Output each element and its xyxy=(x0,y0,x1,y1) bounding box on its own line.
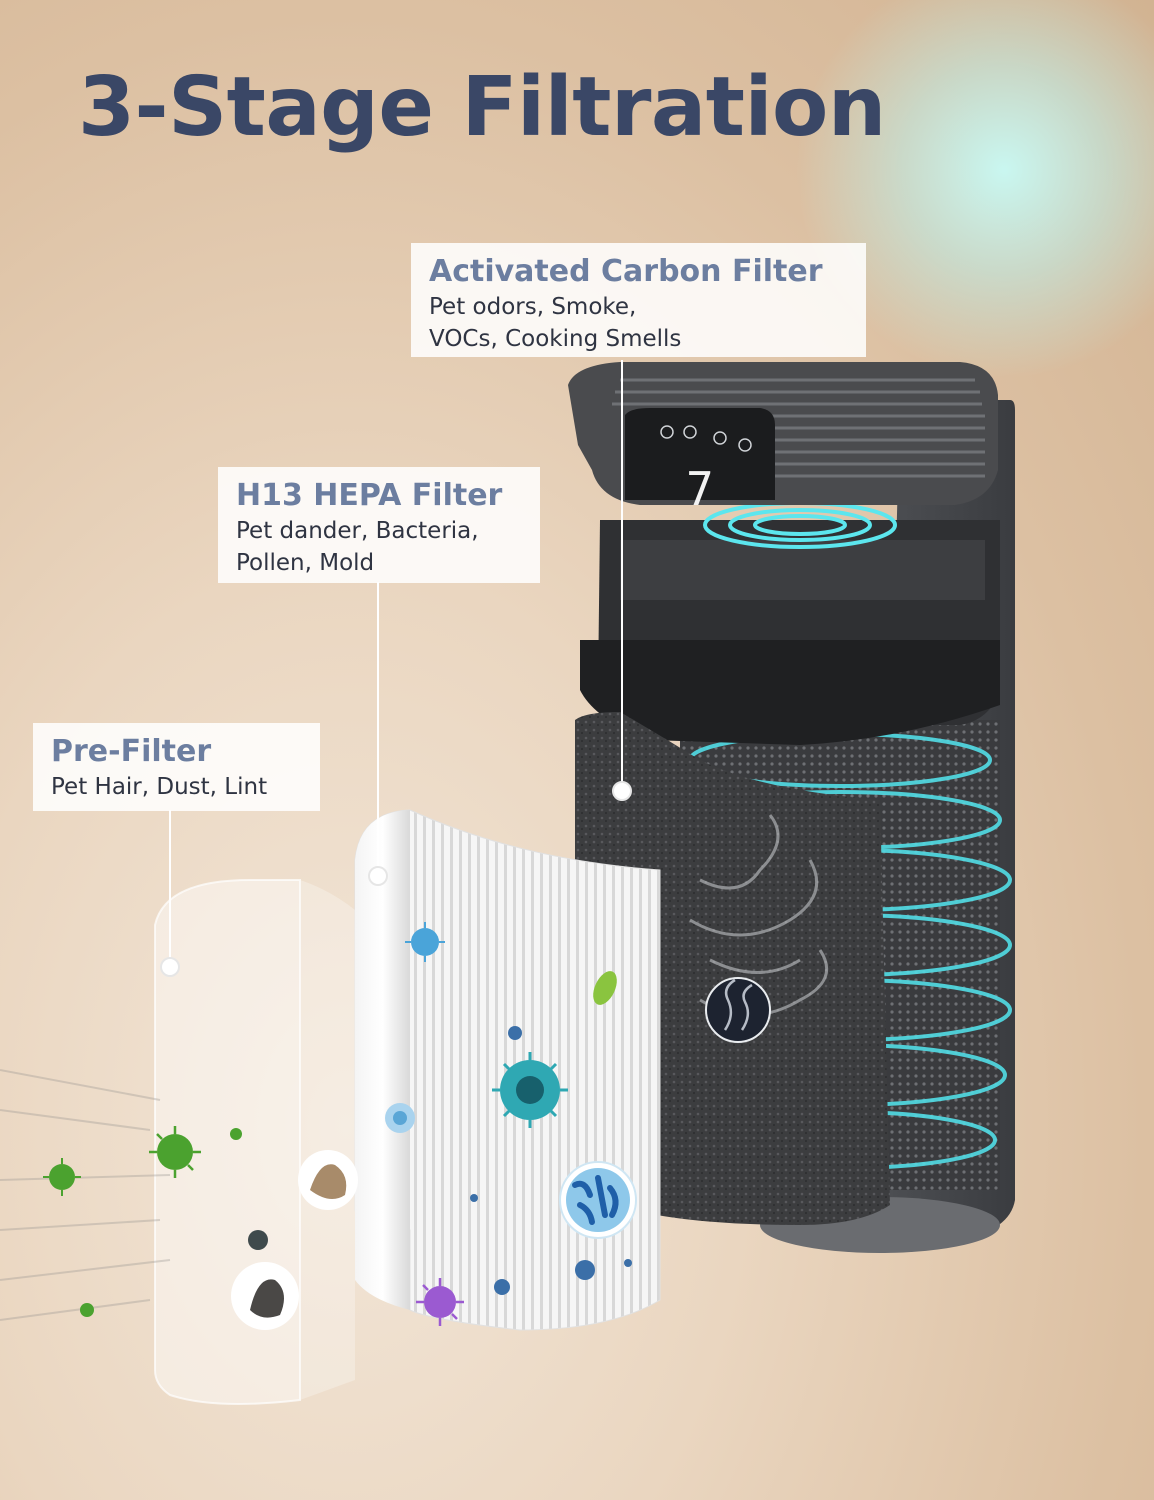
virus-icon-purple xyxy=(416,1278,464,1326)
callout-hepa-line1: Pet dander, Bacteria, xyxy=(236,518,479,544)
fan-base xyxy=(580,640,1000,745)
hepa-filter-edge xyxy=(355,810,410,1310)
pet-hair-icon-2 xyxy=(231,1262,299,1330)
virus-icon-blue-2 xyxy=(385,1103,415,1133)
callout-carbon-line2: VOCs, Cooking Smells xyxy=(429,326,682,352)
smoke-icon xyxy=(705,977,771,1043)
hepa-leader-dot xyxy=(368,866,388,886)
callout-prefilter-line1: Pet Hair, Dust, Lint xyxy=(51,774,268,800)
bacteria-icon xyxy=(559,1161,637,1239)
germ-icon-green-3 xyxy=(230,1128,242,1140)
germ-icon-green-4 xyxy=(80,1303,94,1317)
hepa-leader-line xyxy=(377,582,379,874)
callout-prefilter-title: Pre-Filter xyxy=(51,734,212,769)
callout-hepa-line2: Pollen, Mold xyxy=(236,550,375,576)
prefilter-leader-line xyxy=(169,810,171,960)
carbon-leader-line xyxy=(621,360,623,790)
pollen-icon xyxy=(593,971,617,1005)
headline: 3-Stage Filtration xyxy=(78,60,886,155)
germ-icon-green-2 xyxy=(43,1158,81,1196)
callout-pre-filter: Pre-Filter Pet Hair, Dust, Lint xyxy=(33,723,320,811)
callout-carbon-filter: Activated Carbon Filter Pet odors, Smoke… xyxy=(411,243,866,357)
germ-icon-dark xyxy=(248,1230,268,1250)
pet-hair-icon-1 xyxy=(298,1150,358,1210)
dust-streaks xyxy=(0,1069,171,1321)
callout-hepa-title: H13 HEPA Filter xyxy=(236,478,503,513)
prefilter-leader-dot xyxy=(160,957,180,977)
callout-hepa-filter: H13 HEPA Filter Pet dander, Bacteria, Po… xyxy=(218,467,540,583)
carbon-leader-dot xyxy=(612,781,632,801)
callout-carbon-line1: Pet odors, Smoke, xyxy=(429,294,637,320)
callout-carbon-title: Activated Carbon Filter xyxy=(429,254,823,289)
small-particles xyxy=(470,1026,632,1295)
control-panel xyxy=(625,408,775,500)
display-digit: 7 xyxy=(686,462,714,516)
germ-icon-green-1 xyxy=(149,1126,201,1178)
virus-icon xyxy=(492,1052,568,1128)
top-grille xyxy=(612,378,985,478)
control-buttons xyxy=(660,425,752,452)
virus-icon-blue-1 xyxy=(405,922,445,962)
